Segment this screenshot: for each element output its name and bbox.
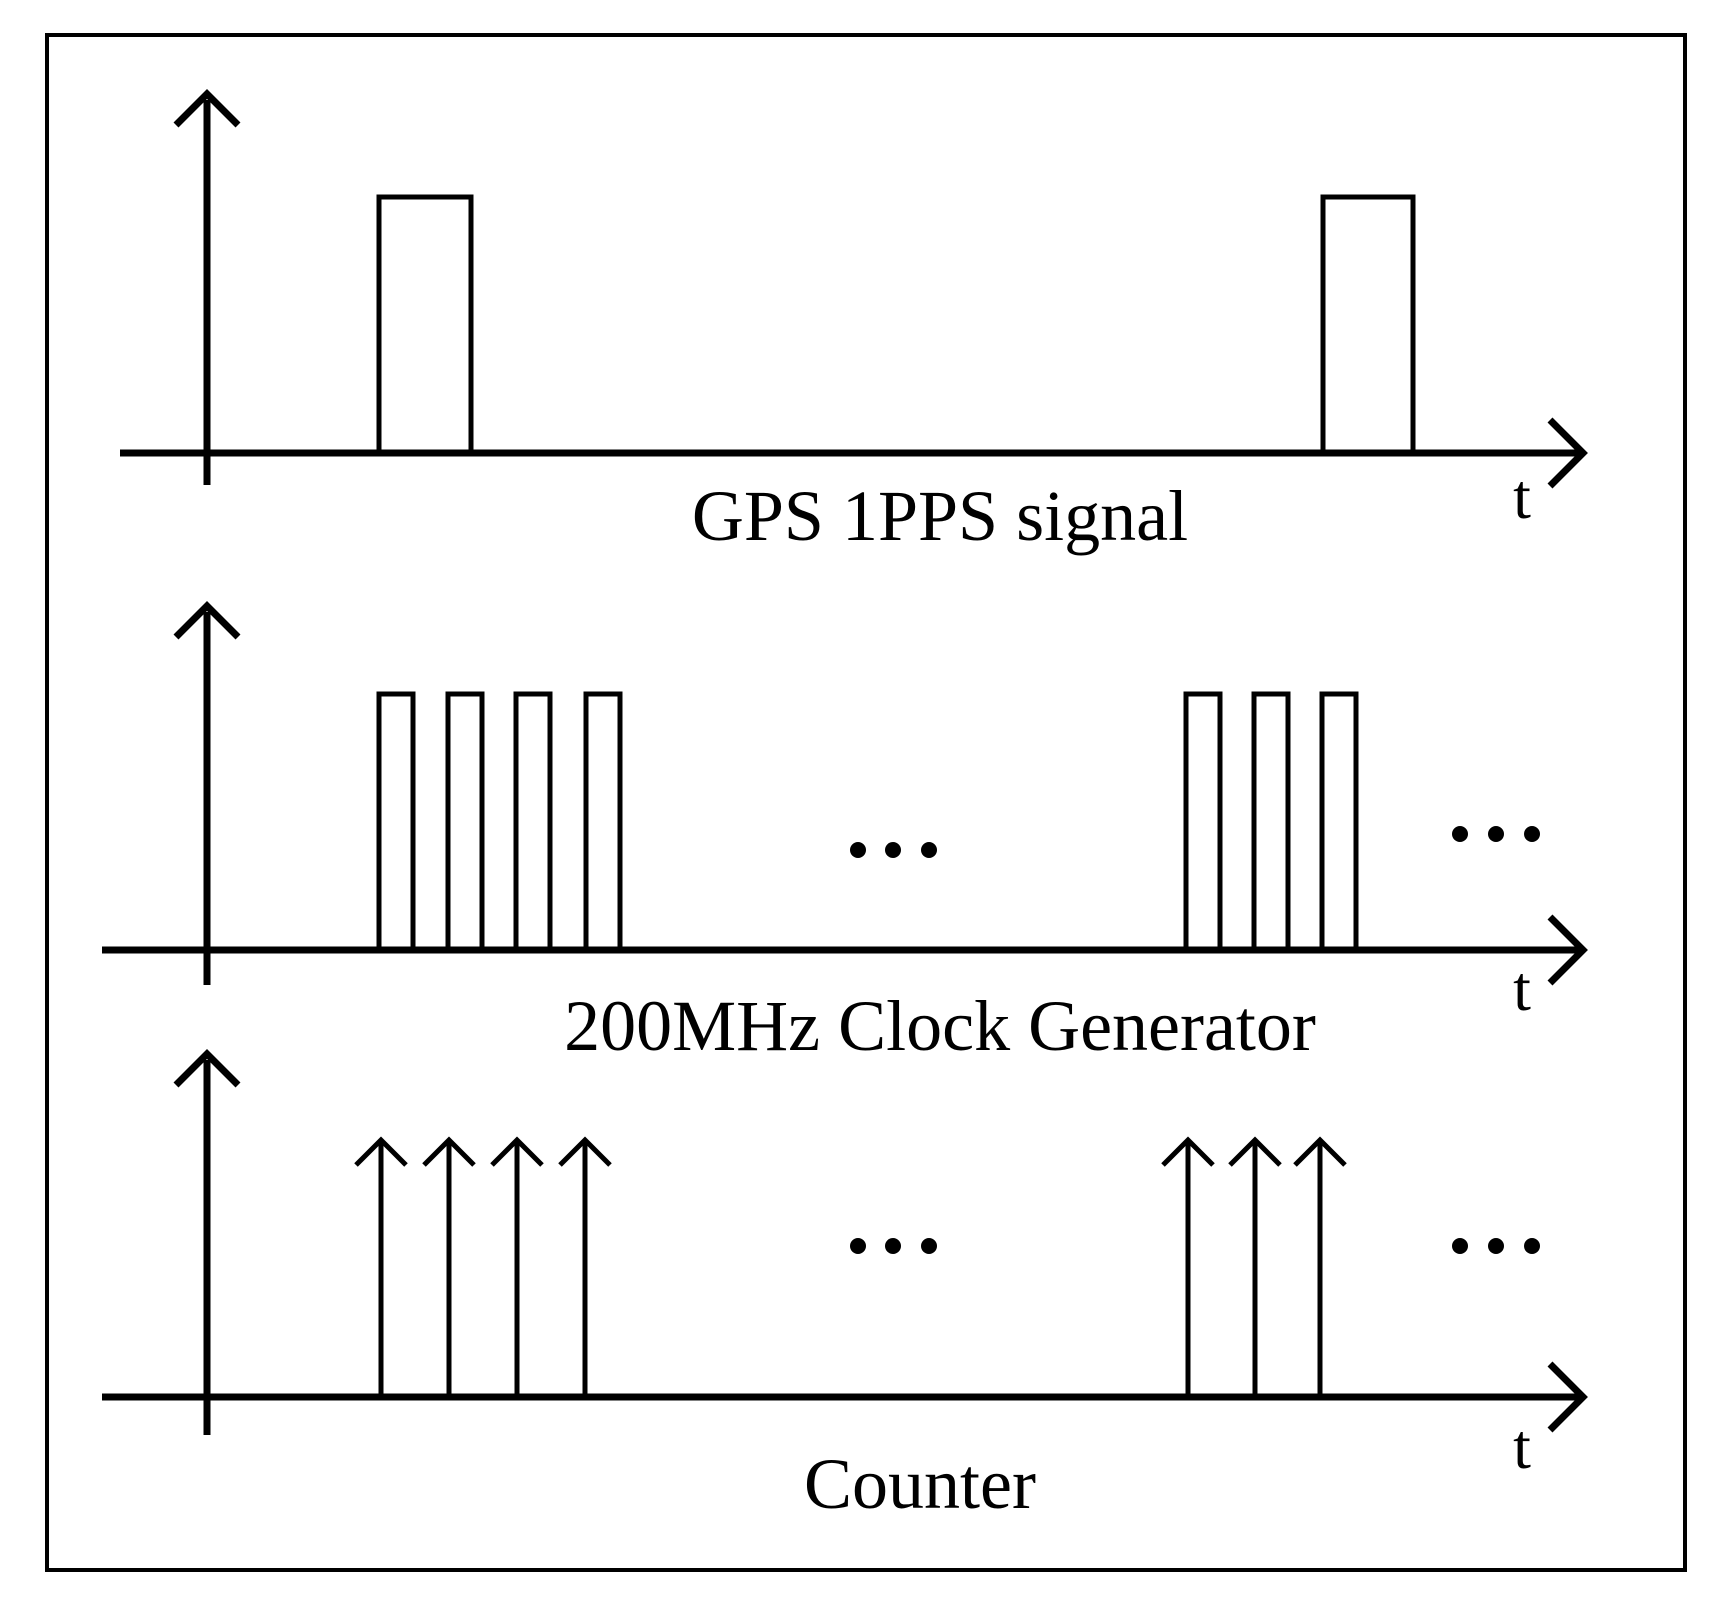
clock-pulse	[1251, 691, 1291, 950]
counter-caption: Counter	[804, 1444, 1036, 1524]
counter-impulse	[1161, 1136, 1215, 1397]
counter-impulse	[354, 1136, 408, 1397]
counter-impulse	[490, 1136, 544, 1397]
clock-pulse	[513, 691, 553, 950]
clock-pulse	[1183, 691, 1223, 950]
clock-pulse	[376, 691, 416, 950]
gps-x-axis-arrowhead	[1547, 417, 1588, 489]
counter-impulse	[1293, 1136, 1347, 1397]
counter-impulse	[1228, 1136, 1282, 1397]
diagram-frame	[45, 33, 1687, 1572]
counter-y-axis-arrowhead	[173, 1049, 241, 1088]
clock-caption: 200MHz Clock Generator	[564, 986, 1316, 1066]
gps-caption: GPS 1PPS signal	[692, 476, 1188, 556]
counter-x-axis-arrowhead	[1547, 1361, 1588, 1433]
gps-y-axis-arrowhead	[173, 89, 241, 128]
clock-pulse	[445, 691, 485, 950]
gps-pulse	[376, 194, 474, 453]
clock-ellipsis-middle	[850, 842, 937, 858]
clock-pulse	[1319, 691, 1359, 950]
panel-counter: t Counter	[102, 1049, 1588, 1524]
gps-pulse	[1320, 194, 1416, 453]
clock-x-axis-arrowhead	[1547, 914, 1588, 986]
clock-pulse	[583, 691, 623, 950]
panel-gps-1pps: t GPS 1PPS signal	[120, 89, 1588, 556]
panel-clock-generator: t 200MHz Clock Generator	[102, 601, 1588, 1066]
counter-t-label: t	[1513, 1411, 1531, 1482]
counter-ellipsis-middle	[850, 1238, 937, 1254]
counter-ellipsis-end	[1452, 1238, 1540, 1254]
gps-t-label: t	[1513, 461, 1531, 532]
counter-impulse	[558, 1136, 612, 1397]
clock-y-axis-arrowhead	[173, 601, 241, 640]
counter-impulse	[422, 1136, 476, 1397]
clock-ellipsis-end	[1452, 826, 1540, 842]
clock-t-label: t	[1513, 953, 1531, 1024]
